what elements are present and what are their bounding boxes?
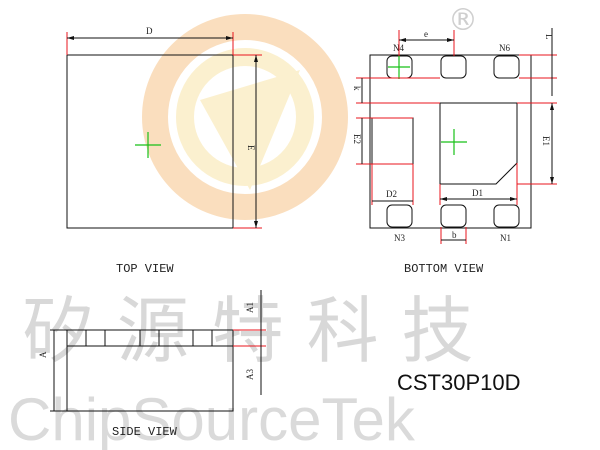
watermark-chinese-text: 矽 源 特 科 技 xyxy=(22,289,474,373)
dim-d-label: D xyxy=(146,26,153,36)
bottom-view-label: BOTTOM VIEW xyxy=(404,262,484,276)
side-view: A A1 A3 SIDE VIEW xyxy=(38,290,266,439)
pad-n3 xyxy=(386,204,413,228)
pad-left xyxy=(371,117,414,165)
side-lead-2 xyxy=(139,329,160,347)
top-view-label: TOP VIEW xyxy=(116,262,174,276)
bottom-view-body xyxy=(369,54,532,229)
part-number: CST30P10D xyxy=(397,370,521,395)
side-view-label: SIDE VIEW xyxy=(112,425,178,439)
pin-label-n6: N6 xyxy=(499,43,510,53)
pad-top-middle xyxy=(440,55,467,79)
dim-b-label: b xyxy=(452,230,457,240)
pin-label-n3: N3 xyxy=(394,233,405,243)
side-lead-1 xyxy=(85,329,106,347)
exposed-pad xyxy=(439,102,518,185)
pin-label-n1: N1 xyxy=(500,233,511,243)
top-view-body xyxy=(66,54,234,229)
dim-e-label: E xyxy=(246,145,256,151)
dim-l-label: L xyxy=(544,34,554,40)
pad-bottom-middle xyxy=(440,204,467,228)
dim-a-label: A xyxy=(38,351,48,358)
dim-a3-label: A3 xyxy=(245,369,255,380)
pad-n1 xyxy=(493,204,520,228)
watermark-logo xyxy=(142,14,348,220)
dim-e-pitch-label: e xyxy=(424,29,428,39)
dim-d2-label: D2 xyxy=(386,189,397,199)
pad-n6 xyxy=(493,55,520,79)
dim-a1-label: A1 xyxy=(245,302,255,313)
registered-mark: ® xyxy=(448,3,478,38)
dim-d1-label: D1 xyxy=(472,188,483,198)
bottom-view: N4 N6 N3 N1 e L k E2 E1 xyxy=(352,28,557,276)
dim-e1-label: E1 xyxy=(541,136,551,146)
dim-k-label: k xyxy=(352,86,362,91)
top-view: D E TOP VIEW xyxy=(66,26,262,276)
side-lead-3 xyxy=(192,329,213,347)
dim-e2-label: E2 xyxy=(352,134,362,144)
watermark-english-text: ChipSourceTek xyxy=(8,386,416,450)
